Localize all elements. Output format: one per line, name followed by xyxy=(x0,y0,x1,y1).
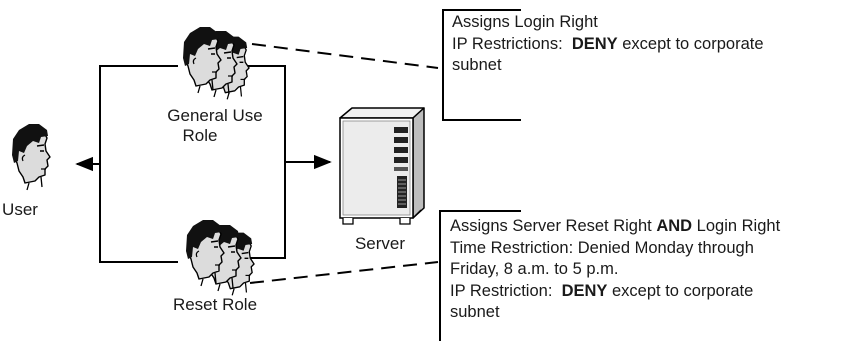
deny-keyword: DENY xyxy=(561,281,608,300)
reset-role-heads-icon xyxy=(185,219,255,297)
reset-note: Assigns Server Reset Right AND Login Rig… xyxy=(450,216,780,324)
reset-note-bracket xyxy=(439,210,521,341)
general-role-label-line2: Role xyxy=(182,126,218,145)
reset-note-line4: IP Restriction: DENY except to corporate xyxy=(450,281,754,300)
reset-note-line2: Time Restriction: Denied Monday through xyxy=(450,238,754,257)
general-note-line2: IP Restrictions: DENY except to corporat… xyxy=(452,34,764,53)
reset-note-line5: subnet xyxy=(450,303,500,321)
general-role-dashed-link xyxy=(251,43,439,69)
general-role-label-line1: General Use xyxy=(167,106,263,125)
server-icon xyxy=(339,107,425,225)
general-note-line1: Assigns Login Right xyxy=(452,13,598,31)
user-head-icon xyxy=(11,123,51,191)
server-label: Server xyxy=(354,234,406,253)
and-keyword: AND xyxy=(656,217,693,235)
reset-note-line3: Friday, 8 a.m. to 5 p.m. xyxy=(450,260,619,278)
general-note: Assigns Login Right IP Restrictions: DEN… xyxy=(452,12,764,77)
general-note-line3: subnet xyxy=(452,56,502,74)
reset-role-dashed-link xyxy=(249,261,439,284)
roles-to-server-connector xyxy=(242,65,286,259)
user-to-roles-connector xyxy=(99,65,178,263)
reset-role-label: Reset Role xyxy=(172,295,258,314)
user-label: User xyxy=(2,200,38,219)
deny-keyword: DENY xyxy=(571,34,618,53)
general-role-heads-icon xyxy=(182,26,250,101)
general-note-bracket xyxy=(442,9,521,121)
connector-lines xyxy=(75,65,332,263)
reset-note-line1: Assigns Server Reset Right AND Login Rig… xyxy=(450,217,781,235)
